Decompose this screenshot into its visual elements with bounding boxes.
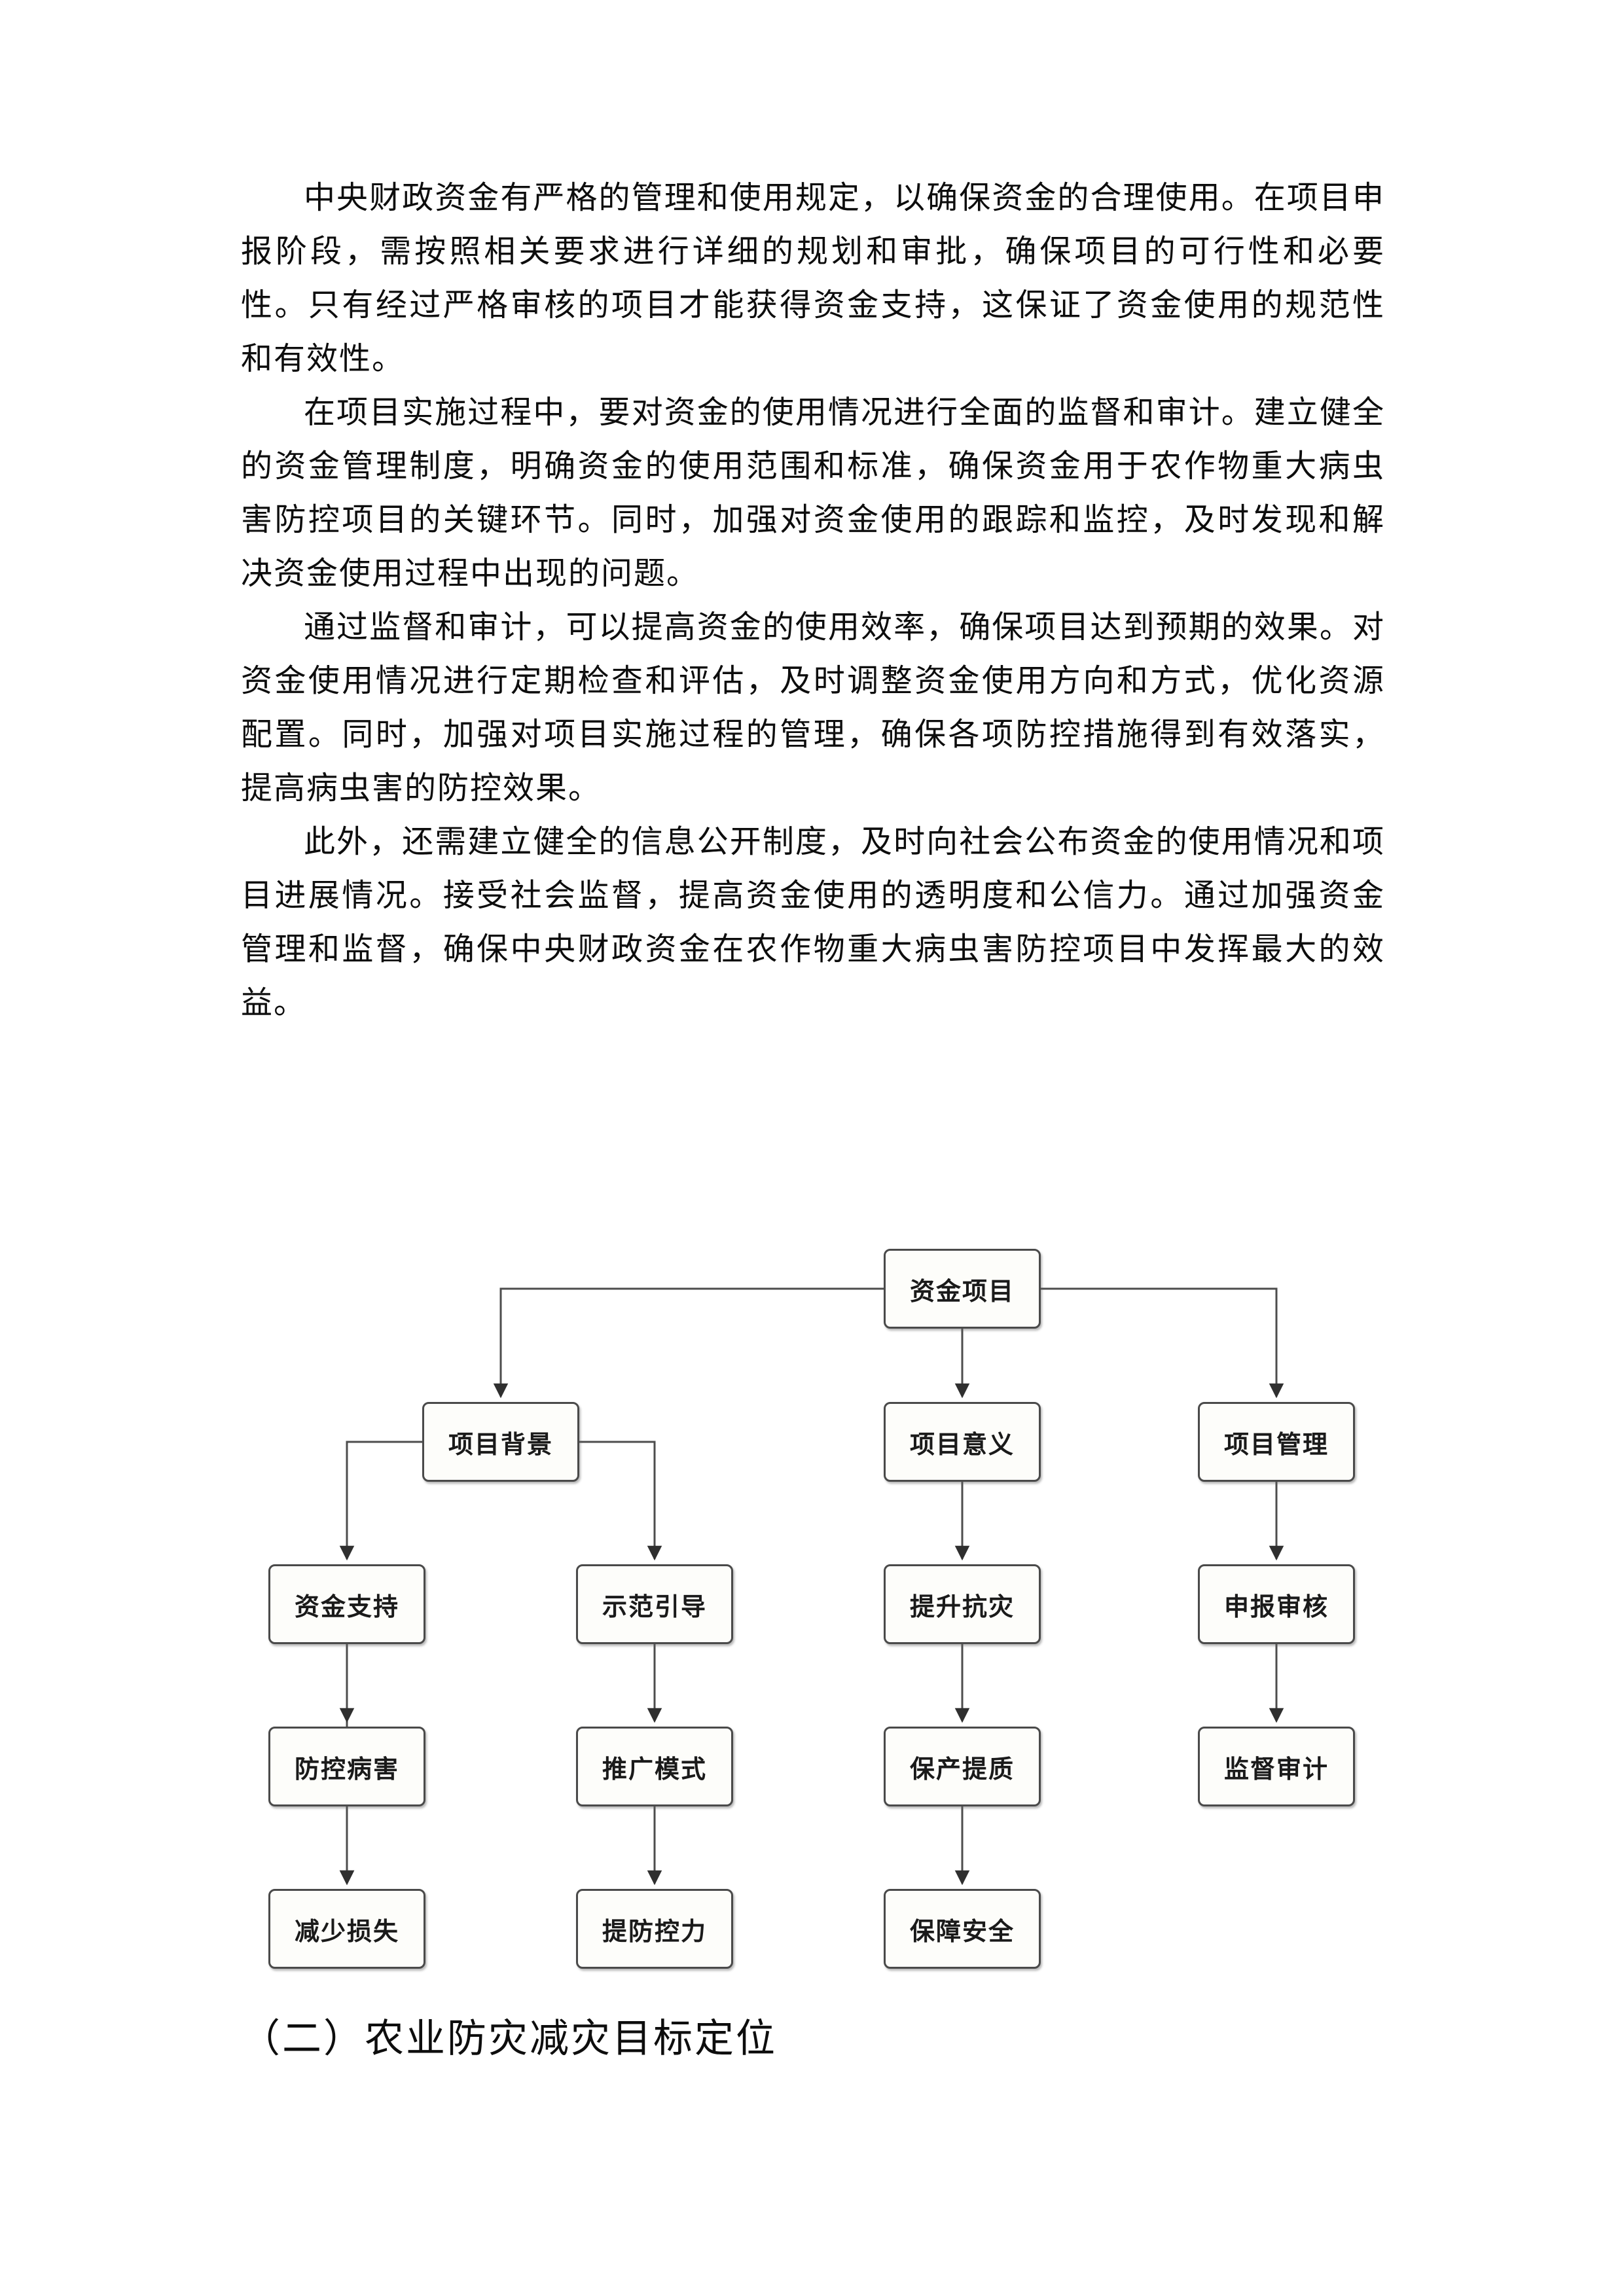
node-project-significance: 项目意义 [884, 1402, 1041, 1482]
node-project-background: 项目背景 [422, 1402, 579, 1482]
connector-fund-project-to-project-management [1041, 1287, 1284, 1399]
paragraph-audit-efficiency: 通过监督和审计，可以提高资金的使用效率，确保项目达到预期的效果。对资金使用情况进… [241, 610, 1385, 806]
connector-fund-project-to-project-background [493, 1287, 884, 1399]
node-fund-project: 资金项目 [884, 1249, 1041, 1329]
node-promotion-model: 推广模式 [576, 1727, 733, 1806]
paragraph-fund-regulations: 中央财政资金有严格的管理和使用规定，以确保资金的合理使用。在项目申报阶段，需按照… [241, 181, 1385, 376]
node-disease-control: 防控病害 [268, 1727, 425, 1806]
node-prevention-capacity: 提防控力 [576, 1889, 733, 1969]
node-application-review: 申报审核 [1198, 1564, 1355, 1644]
node-improve-disaster-resistance: 提升抗灾 [884, 1564, 1041, 1644]
section-heading: （二）农业防灾减灾目标定位 [241, 2017, 777, 2060]
body-text: 中央财政资金有严格的管理和使用规定，以确保资金的合理使用。在项目申报阶段，需按照… [241, 171, 1385, 1030]
paragraph-information-disclosure: 此外，还需建立健全的信息公开制度，及时向社会公布资金的使用情况和项目进展情况。接… [241, 825, 1385, 1020]
connector-project-background-to-fund-support [339, 1441, 422, 1561]
node-safety-guarantee: 保障安全 [884, 1889, 1041, 1969]
node-supervision-audit: 监督审计 [1198, 1727, 1355, 1806]
connector-project-background-to-demonstration-guidance [579, 1441, 662, 1561]
node-production-quality: 保产提质 [884, 1727, 1041, 1806]
node-demonstration-guidance: 示范引导 [576, 1564, 733, 1644]
node-project-management: 项目管理 [1198, 1402, 1355, 1482]
paragraph-implementation-supervision: 在项目实施过程中，要对资金的使用情况进行全面的监督和审计。建立健全的资金管理制度… [241, 395, 1385, 591]
node-reduce-losses: 减少损失 [268, 1889, 425, 1969]
node-fund-support: 资金支持 [268, 1564, 425, 1644]
flowchart-connectors [339, 1287, 1284, 1886]
fund-project-flowchart: 资金项目 项目背景 项目意义 项目管理 资金支持 示范引导 提升抗灾 申报审核 … [0, 1230, 1624, 2042]
